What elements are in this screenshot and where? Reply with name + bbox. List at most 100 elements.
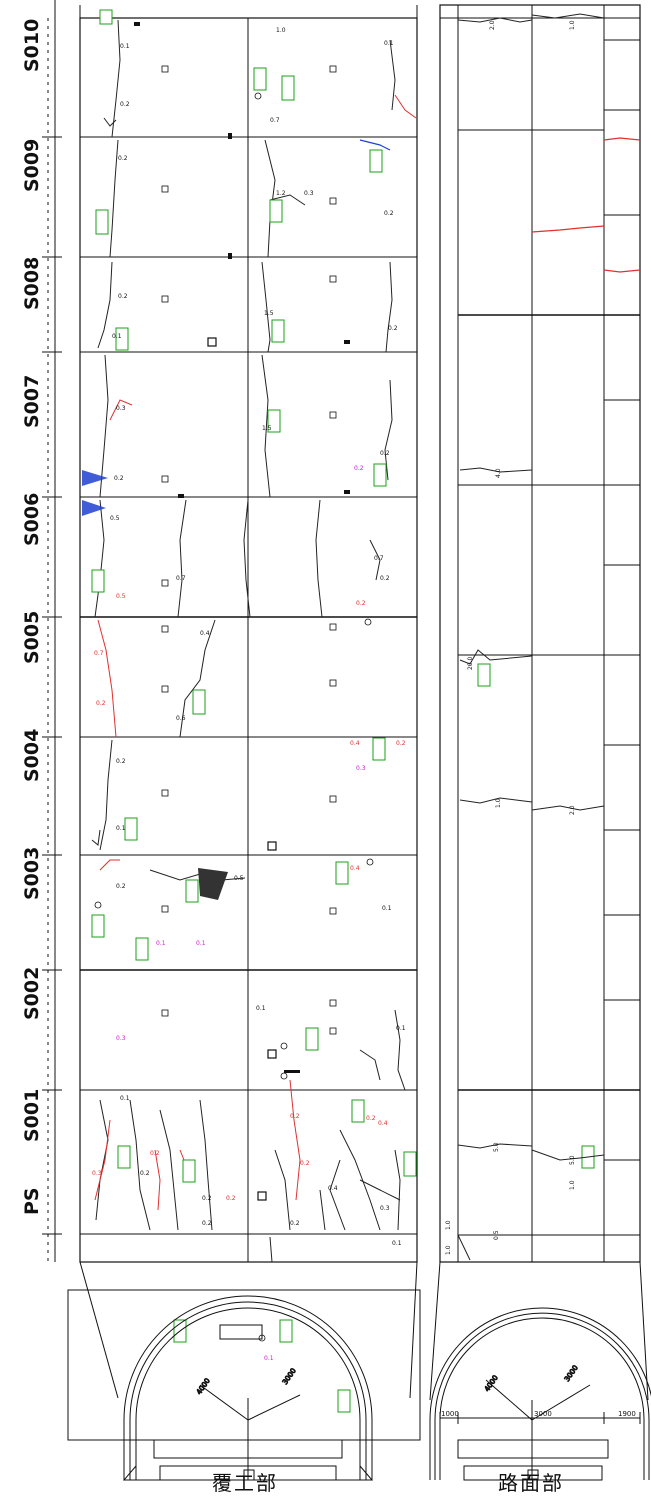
svg-text:0.4: 0.4 (350, 865, 360, 872)
svg-text:0.1: 0.1 (116, 825, 126, 832)
svg-text:0.2: 0.2 (150, 1150, 160, 1157)
svg-text:0.4: 0.4 (328, 1185, 338, 1192)
lining-development-frame (79, 5, 418, 1263)
segment-label-s004: S004 (21, 729, 43, 782)
svg-text:0.3: 0.3 (116, 405, 126, 412)
svg-text:0.2: 0.2 (380, 450, 390, 457)
svg-text:0.2: 0.2 (290, 1113, 300, 1120)
svg-text:0.2: 0.2 (116, 883, 126, 890)
svg-text:0.2: 0.2 (380, 575, 390, 582)
svg-text:0.7: 0.7 (94, 650, 104, 657)
svg-text:0.5: 0.5 (493, 1230, 500, 1240)
svg-text:0.3: 0.3 (380, 1205, 390, 1212)
road-caption: 路面部 (498, 1471, 564, 1495)
svg-text:0.2: 0.2 (388, 325, 398, 332)
segment-label-s007: S007 (21, 375, 43, 428)
svg-text:0.5: 0.5 (234, 875, 244, 882)
road-development-frame (429, 4, 649, 1401)
svg-text:1.0: 1.0 (276, 27, 286, 34)
magenta-annotations: 0.3 0.1 0.1 0.3 0.2 0.1 (116, 465, 366, 1362)
segment-label-s006: S006 (21, 493, 43, 546)
leak-marks (82, 139, 391, 516)
segment-label-s008: S008 (21, 257, 43, 310)
segment-label-ps: PS (21, 1187, 43, 1215)
spall-mark (198, 868, 228, 900)
svg-text:0.3: 0.3 (116, 1035, 126, 1042)
svg-text:5.0: 5.0 (569, 1155, 576, 1165)
svg-text:1.5: 1.5 (264, 310, 274, 317)
svg-text:0.1: 0.1 (396, 1025, 406, 1032)
svg-text:0.4: 0.4 (200, 630, 210, 637)
segment-labels: PS S001 S002 S003 S004 S005 S006 S007 S0… (21, 19, 43, 1215)
svg-text:5.0: 5.0 (493, 1142, 500, 1152)
svg-text:0.2: 0.2 (366, 1115, 376, 1122)
road-annotations: 2.0 1.0 4.0 20.0 1.0 2.0 5.0 5.0 1.0 1.0… (445, 20, 576, 1255)
svg-text:0.1: 0.1 (256, 1005, 266, 1012)
svg-text:1.0: 1.0 (445, 1220, 452, 1230)
svg-text:0.2: 0.2 (202, 1220, 212, 1227)
svg-text:0.1: 0.1 (384, 40, 394, 47)
segment-label-s005: S005 (21, 611, 43, 664)
svg-text:0.1: 0.1 (156, 940, 166, 947)
black-markers (134, 22, 350, 1073)
svg-text:0.7: 0.7 (374, 555, 384, 562)
road-cracks-red (531, 137, 641, 273)
svg-text:0.1: 0.1 (120, 1095, 130, 1102)
segment-label-s010: S010 (21, 19, 43, 72)
road-dim-center: 3000 (534, 1410, 552, 1418)
svg-text:3000: 3000 (281, 1367, 298, 1386)
lining-cracks-red (94, 94, 417, 1211)
svg-text:0.5: 0.5 (110, 515, 120, 522)
defect-tags (91, 9, 595, 1413)
segment-label-s002: S002 (21, 967, 43, 1020)
svg-text:0.2: 0.2 (300, 1160, 310, 1167)
svg-text:0.1: 0.1 (120, 43, 130, 50)
svg-text:0.2: 0.2 (120, 101, 130, 108)
svg-text:0.2: 0.2 (356, 600, 366, 607)
segment-label-s001: S001 (21, 1089, 43, 1142)
inspection-markers (161, 65, 337, 1201)
svg-text:1.2: 1.2 (276, 190, 286, 197)
svg-text:1.0: 1.0 (445, 1245, 452, 1255)
svg-text:0.1: 0.1 (392, 1240, 402, 1247)
lining-cross-section: 4000 3000 (67, 1261, 421, 1481)
svg-text:0.6: 0.6 (176, 715, 186, 722)
svg-text:0.7: 0.7 (270, 117, 280, 124)
svg-text:1.0: 1.0 (569, 20, 576, 30)
svg-text:2.0: 2.0 (489, 20, 496, 30)
svg-text:0.2: 0.2 (290, 1220, 300, 1227)
svg-text:0.7: 0.7 (176, 575, 186, 582)
red-annotations: 0.7 0.2 0.5 0.3 0.2 0.2 0.2 0.2 0.4 0.2 … (92, 593, 406, 1202)
segment-label-s009: S009 (21, 139, 43, 192)
svg-text:0.2: 0.2 (396, 740, 406, 747)
svg-text:0.1: 0.1 (196, 940, 206, 947)
svg-text:0.4: 0.4 (350, 740, 360, 747)
road-dim-right: 1900 (618, 1410, 636, 1418)
svg-text:0.2: 0.2 (354, 465, 364, 472)
svg-text:0.5: 0.5 (116, 593, 126, 600)
svg-text:1.0: 1.0 (495, 798, 502, 808)
road-cracks (457, 13, 605, 1261)
svg-text:0.1: 0.1 (382, 905, 392, 912)
svg-text:0.4: 0.4 (378, 1120, 388, 1127)
svg-text:0.3: 0.3 (356, 765, 366, 772)
svg-text:0.1: 0.1 (264, 1355, 274, 1362)
road-dim-left: 1000 (441, 1410, 459, 1418)
svg-text:0.3: 0.3 (92, 1170, 102, 1177)
road-cross-section: 4000 3000 (429, 1307, 651, 1481)
svg-text:3000: 3000 (563, 1364, 580, 1383)
svg-text:0.3: 0.3 (304, 190, 314, 197)
svg-text:4000: 4000 (195, 1377, 212, 1396)
svg-text:1.0: 1.0 (569, 1180, 576, 1190)
svg-text:0.2: 0.2 (116, 758, 126, 765)
svg-text:0.2: 0.2 (96, 700, 106, 707)
svg-text:0.2: 0.2 (202, 1195, 212, 1202)
svg-text:0.2: 0.2 (118, 155, 128, 162)
svg-text:4.0: 4.0 (495, 468, 502, 478)
svg-text:1.5: 1.5 (262, 425, 272, 432)
svg-text:0.2: 0.2 (226, 1195, 236, 1202)
svg-text:20.0: 20.0 (467, 656, 474, 670)
svg-text:0.1: 0.1 (112, 333, 122, 340)
svg-text:0.2: 0.2 (114, 475, 124, 482)
